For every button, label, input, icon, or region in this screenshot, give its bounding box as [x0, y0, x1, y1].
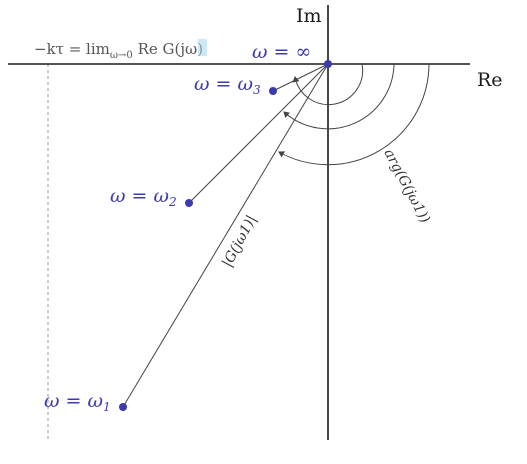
real-axis-label: Re: [477, 69, 503, 91]
point-omega-1: [119, 403, 127, 411]
radial-line-omega-1: [122, 63, 329, 408]
label-omega-3: ω = ω3: [194, 73, 261, 97]
phase-arc-outer: [278, 63, 430, 166]
point-omega-2: [185, 199, 193, 207]
phase-arc-inner: [292, 63, 364, 106]
label-omega-2: ω = ω2: [110, 185, 177, 209]
imag-axis-label: Im: [296, 5, 322, 27]
limit-label: −kτ = limω→0 Re G(jω): [34, 40, 203, 61]
limit-label-main: −kτ = lim: [34, 40, 110, 58]
label-omega-1-sub: 1: [103, 400, 111, 414]
label-omega-2-sub: 2: [168, 195, 177, 209]
label-omega-3-sub: 3: [253, 83, 261, 97]
label-omega-3-main: ω = ω: [194, 73, 253, 95]
magnitude-label: |G(jω1)|: [219, 213, 260, 270]
phase-arc-middle: [283, 63, 395, 130]
limit-label-sub: ω→0: [110, 50, 133, 61]
origin-point: [324, 60, 332, 68]
limit-label-highlight: [198, 39, 207, 56]
label-omega-1: ω = ω1: [44, 390, 111, 414]
radial-line-omega-2: [188, 63, 329, 204]
limit-label-rest: Re G(jω: [133, 40, 197, 58]
origin-label: ω = ∞: [252, 41, 311, 63]
label-omega-2-main: ω = ω: [110, 185, 169, 207]
label-omega-1-main: ω = ω: [44, 390, 103, 412]
radial-line-omega-3: [272, 63, 329, 92]
point-omega-3: [269, 87, 277, 95]
phase-label: arg(G(jω1)): [380, 146, 432, 226]
